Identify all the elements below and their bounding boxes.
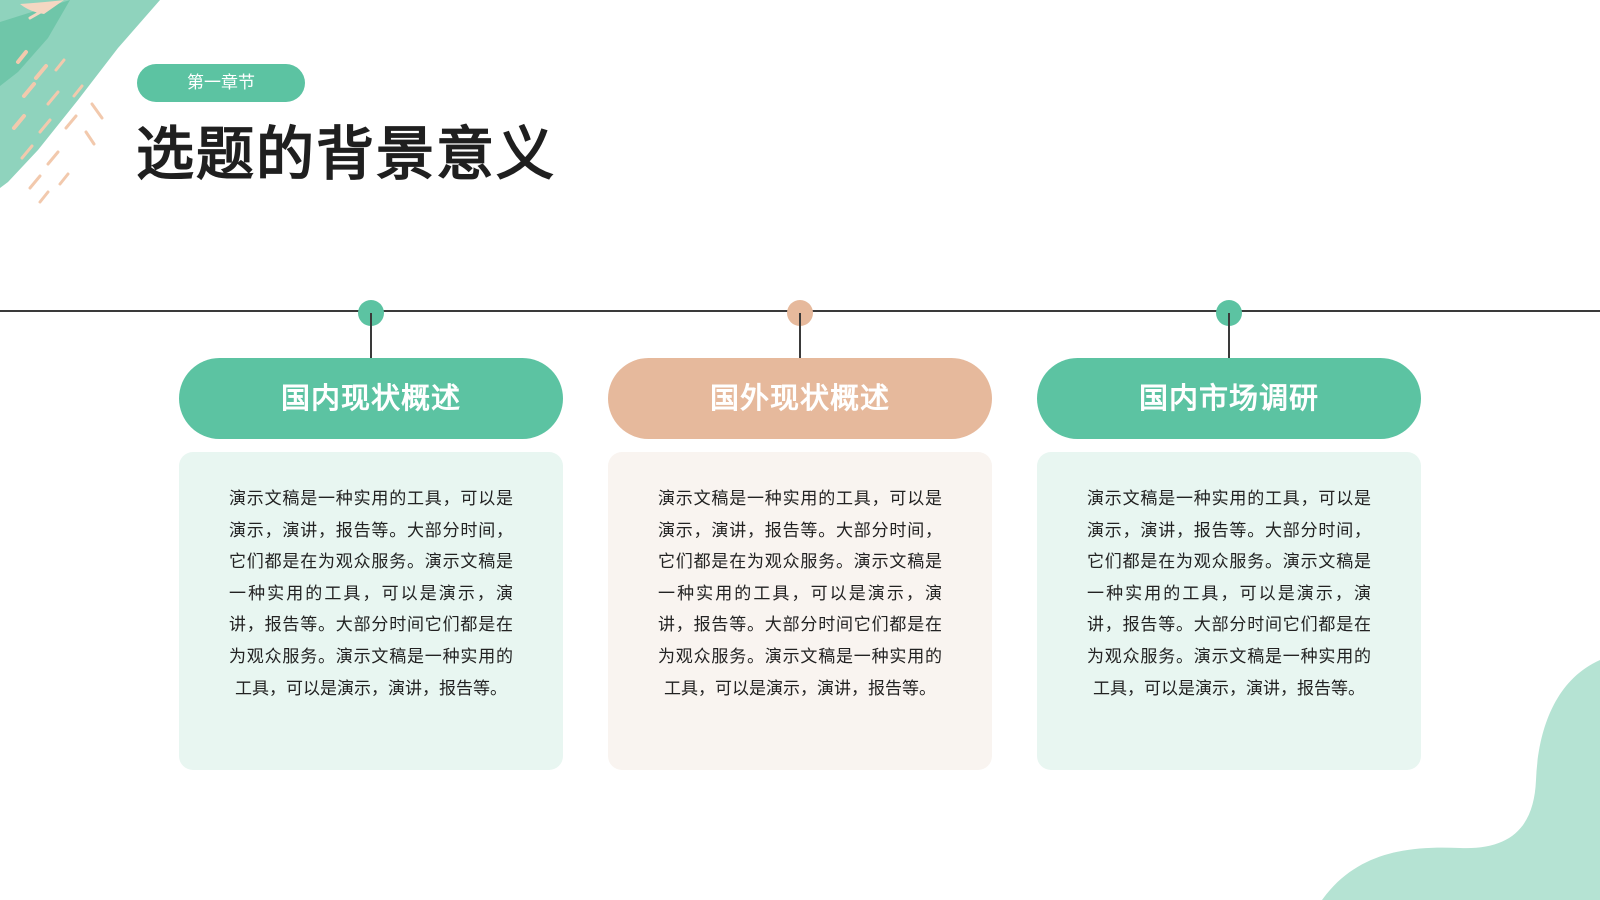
timeline-stem-3 bbox=[1228, 313, 1230, 358]
chapter-badge: 第一章节 bbox=[137, 64, 305, 102]
card-header-2: 国外现状概述 bbox=[608, 358, 992, 439]
card-text-2: 演示文稿是一种实用的工具，可以是演示，演讲，报告等。大部分时间，它们都是在为观众… bbox=[658, 489, 942, 699]
page-title: 选题的背景意义 bbox=[136, 120, 557, 188]
card-text-1: 演示文稿是一种实用的工具，可以是演示，演讲，报告等。大部分时间，它们都是在为观众… bbox=[229, 489, 513, 699]
card-header-3: 国内市场调研 bbox=[1037, 358, 1421, 439]
card-header-1: 国内现状概述 bbox=[179, 358, 563, 439]
timeline-stem-1 bbox=[370, 313, 372, 358]
card-text-3: 演示文稿是一种实用的工具，可以是演示，演讲，报告等。大部分时间，它们都是在为观众… bbox=[1087, 489, 1371, 699]
card-body-1: 演示文稿是一种实用的工具，可以是演示，演讲，报告等。大部分时间，它们都是在为观众… bbox=[179, 452, 563, 770]
card-body-3: 演示文稿是一种实用的工具，可以是演示，演讲，报告等。大部分时间，它们都是在为观众… bbox=[1037, 452, 1421, 770]
timeline-stem-2 bbox=[799, 313, 801, 358]
card-body-2: 演示文稿是一种实用的工具，可以是演示，演讲，报告等。大部分时间，它们都是在为观众… bbox=[608, 452, 992, 770]
